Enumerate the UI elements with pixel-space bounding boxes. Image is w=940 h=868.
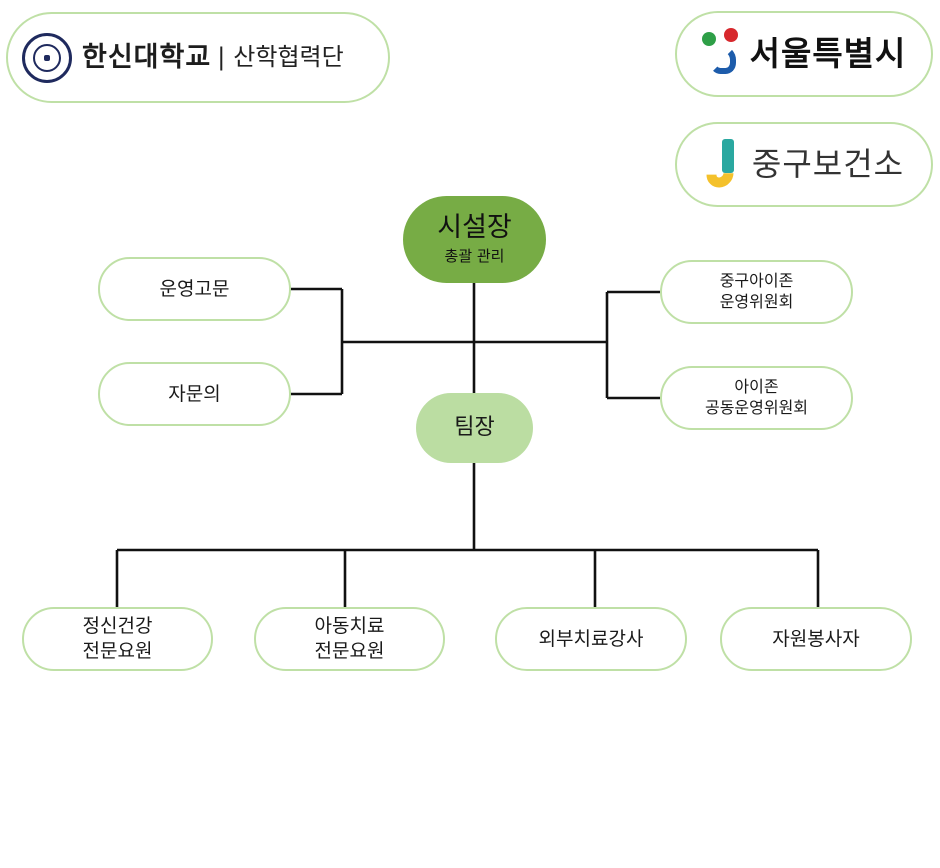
operating-committee-line2: 운영위원회 (719, 292, 794, 311)
junggu-health-center-name: 중구보건소 (751, 144, 905, 183)
seoul-city-logo: 서울특별시 (675, 11, 933, 97)
medical-advisor-node: 자문의 (98, 362, 291, 426)
industry-cooperation-label: 산학협력단 (233, 42, 344, 71)
operating-committee-line1: 중구아이존 (719, 271, 794, 291)
staff-line1: 외부치료강사 (538, 627, 644, 650)
team-leader-label: 팀장 (454, 414, 495, 440)
staff-node-child-therapy: 아동치료 전문요원 (254, 607, 445, 671)
medical-advisor-label: 자문의 (168, 382, 221, 405)
joint-committee-line2: 공동운영위원회 (704, 398, 809, 417)
team-leader-node: 팀장 (416, 393, 533, 463)
director-title: 시설장 (437, 211, 512, 243)
staff-line1: 자원봉사자 (772, 627, 860, 650)
hanshin-university-logo: 한신대학교 | 산학협력단 (6, 12, 390, 103)
staff-line2: 전문요원 (82, 640, 153, 662)
staff-line2: 전문요원 (314, 640, 385, 662)
joint-committee-node: 아이존 공동운영위원회 (660, 366, 853, 430)
advisor-node: 운영고문 (98, 257, 291, 321)
director-node: 시설장 총괄 관리 (403, 196, 546, 283)
university-name: 한신대학교 (82, 41, 212, 73)
staff-line1: 아동치료 (314, 615, 385, 638)
university-seal-icon (22, 32, 72, 83)
advisor-label: 운영고문 (159, 277, 230, 300)
staff-node-volunteer: 자원봉사자 (720, 607, 912, 671)
seoul-city-name: 서울특별시 (749, 33, 907, 73)
operating-committee-node: 중구아이존 운영위원회 (660, 260, 853, 324)
staff-line1: 정신건강 (82, 615, 153, 638)
director-subtitle: 총괄 관리 (444, 246, 505, 265)
junggu-j-emblem-icon (700, 137, 744, 193)
staff-node-external-therapist: 외부치료강사 (495, 607, 687, 671)
seoul-emblem-icon (701, 26, 742, 82)
logo-separator: | (217, 42, 226, 71)
junggu-health-center-logo: 중구보건소 (675, 122, 933, 207)
joint-committee-line1: 아이존 (734, 377, 779, 397)
staff-node-mental-health: 정신건강 전문요원 (22, 607, 213, 671)
